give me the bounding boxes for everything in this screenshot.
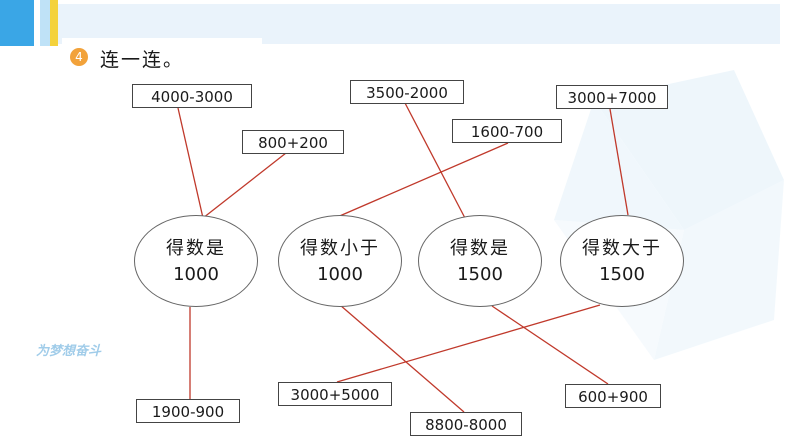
- result-label: 得数是: [135, 234, 257, 260]
- result-ellipse-less-than-1000[interactable]: 得数小于 1000: [278, 215, 402, 307]
- result-ellipse-equals-1000[interactable]: 得数是 1000: [134, 215, 258, 307]
- line-800+200-to-r1: [203, 153, 286, 218]
- line-4000-3000-to-r1: [178, 108, 203, 218]
- line-3000+7000-to-r4: [610, 109, 628, 215]
- line-r3-to-600+900: [492, 306, 608, 384]
- result-value: 1000: [279, 264, 401, 285]
- expression-box-1600-700[interactable]: 1600-700: [452, 119, 562, 143]
- expression-box-4000-3000[interactable]: 4000-3000: [132, 84, 252, 108]
- result-ellipse-equals-1500[interactable]: 得数是 1500: [418, 215, 542, 307]
- result-value: 1000: [135, 264, 257, 285]
- result-label: 得数小于: [279, 234, 401, 260]
- expression-box-1900-900[interactable]: 1900-900: [136, 399, 240, 423]
- line-r4-to-3000+5000: [337, 305, 600, 382]
- expression-box-8800-8000[interactable]: 8800-8000: [410, 412, 522, 436]
- expression-box-3000+7000[interactable]: 3000+7000: [556, 85, 668, 109]
- line-1600-700-to-r2: [335, 143, 508, 218]
- expression-box-800+200[interactable]: 800+200: [242, 130, 344, 154]
- result-label: 得数是: [419, 234, 541, 260]
- expression-box-3000+5000[interactable]: 3000+5000: [278, 382, 392, 406]
- expression-box-600+900[interactable]: 600+900: [565, 384, 661, 408]
- expression-box-3500-2000[interactable]: 3500-2000: [350, 80, 464, 104]
- result-value: 1500: [561, 264, 683, 285]
- result-label: 得数大于: [561, 234, 683, 260]
- result-ellipse-greater-than-1500[interactable]: 得数大于 1500: [560, 215, 684, 307]
- result-value: 1500: [419, 264, 541, 285]
